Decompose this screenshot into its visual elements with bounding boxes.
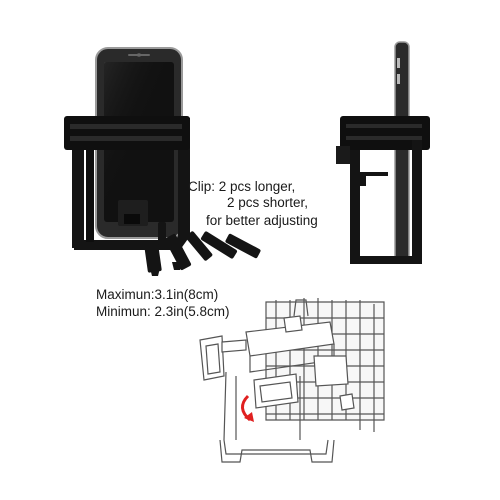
- vent-mount-diagram: [199, 298, 385, 463]
- clip-note-line2: 2 pcs shorter,: [227, 195, 309, 210]
- min-dimension-label: Minimun: 2.3in(5.8cm): [96, 304, 230, 319]
- curved-arrow-icon: [241, 394, 254, 422]
- loose-clips: [144, 222, 261, 276]
- max-dimension-label: Maximun:3.1in(8cm): [96, 287, 219, 302]
- clip-note-line1: Clip: 2 pcs longer,: [188, 179, 296, 194]
- side-view-holder: [336, 41, 430, 264]
- clip-note-line3: for better adjusting: [206, 213, 318, 228]
- front-view-holder: [64, 47, 190, 250]
